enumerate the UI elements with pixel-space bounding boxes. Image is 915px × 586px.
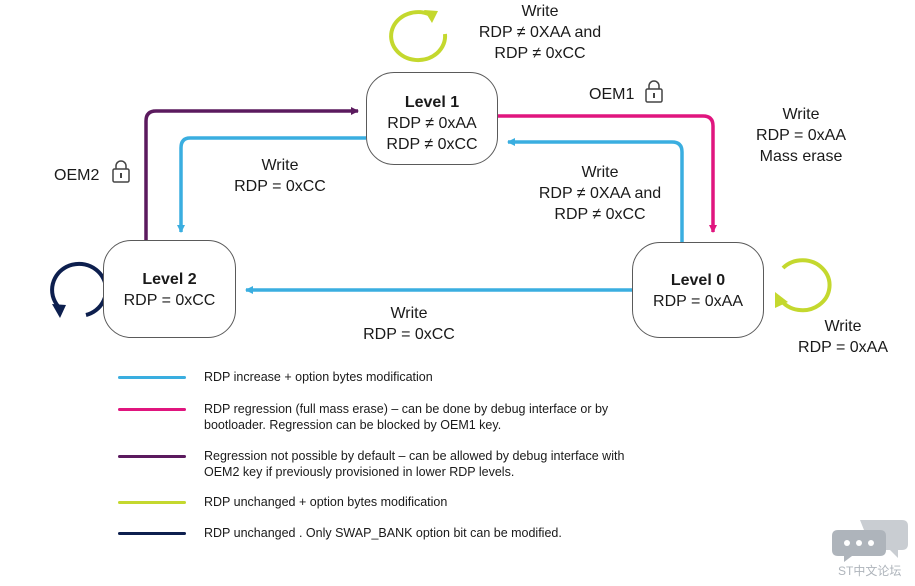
legend-swatch: [118, 408, 186, 411]
label-level0-to-level1: Write RDP ≠ 0XAA and RDP ≠ 0xCC: [522, 162, 678, 225]
chat-bubble-icon: [832, 520, 908, 562]
legend-line: RDP increase + option bytes modification: [204, 370, 433, 384]
label-level1-self: Write RDP ≠ 0XAA and RDP ≠ 0xCC: [462, 1, 618, 64]
label-line: RDP ≠ 0XAA and: [538, 185, 662, 202]
arrow-level1-to-level0: [498, 114, 717, 233]
legend-line: RDP unchanged . Only SWAP_BANK option bi…: [204, 526, 562, 540]
state-level0: Level 0 RDP = 0xAA: [632, 242, 764, 338]
label-line: RDP ≠ 0xCC: [554, 206, 646, 223]
self-loop-icon: [389, 10, 448, 63]
legend-swatch: [118, 376, 186, 379]
label-level1-to-level2: Write RDP = 0xCC: [218, 155, 342, 197]
label-level1-to-level0: Write RDP = 0xAA Mass erase: [742, 104, 860, 167]
label-line: RDP = 0xAA: [756, 127, 846, 144]
label-oem1: OEM1: [589, 86, 635, 103]
arrow-level1-to-level2: [177, 136, 366, 233]
self-loop-icon: [775, 258, 832, 313]
state-title: Level 1: [404, 94, 460, 111]
legend-line: Regression not possible by default – can…: [204, 449, 625, 463]
arrow-level2-to-level1: [144, 107, 359, 240]
legend-line: RDP unchanged + option bytes modificatio…: [204, 495, 448, 509]
legend-text: RDP regression (full mass erase) – can b…: [204, 401, 664, 433]
legend-text: Regression not possible by default – can…: [204, 448, 664, 480]
legend-swatch: [118, 532, 186, 535]
state-condition: RDP ≠ 0xAA: [387, 115, 477, 132]
legend-line: OEM2 key if previously provisioned in lo…: [204, 465, 515, 479]
legend-line: RDP regression (full mass erase) – can b…: [204, 402, 609, 416]
label-line: Write: [782, 106, 820, 123]
legend-line: bootloader. Regression can be blocked by…: [204, 418, 502, 432]
state-condition: RDP = 0xAA: [653, 293, 743, 310]
label-oem2: OEM2: [54, 167, 100, 184]
label-line: RDP = 0xCC: [363, 326, 455, 343]
legend-swatch: [118, 455, 186, 458]
state-title: Level 0: [670, 272, 726, 289]
legend-text: RDP unchanged . Only SWAP_BANK option bi…: [204, 525, 664, 541]
label-line: Write: [581, 164, 619, 181]
label-line: Mass erase: [759, 148, 843, 165]
watermark: ST中文论坛: [832, 516, 912, 582]
label-line: Write: [824, 318, 862, 335]
lock-icon: [645, 80, 663, 103]
label-line: Write: [390, 305, 428, 322]
label-line: RDP ≠ 0XAA and: [478, 24, 602, 41]
label-line: RDP ≠ 0xCC: [494, 45, 586, 62]
label-line: RDP = 0xCC: [234, 178, 326, 195]
watermark-text: ST中文论坛: [838, 564, 902, 578]
state-condition: RDP = 0xCC: [123, 292, 216, 309]
label-level0-to-level2: Write RDP = 0xCC: [348, 303, 470, 345]
legend-swatch: [118, 501, 186, 504]
label-line: Write: [521, 3, 559, 20]
label-level0-self: Write RDP = 0xAA: [784, 316, 902, 358]
label-line: RDP = 0xAA: [798, 339, 888, 356]
state-condition: RDP ≠ 0xCC: [386, 136, 478, 153]
legend-text: RDP increase + option bytes modification: [204, 369, 664, 385]
state-level1: Level 1 RDP ≠ 0xAA RDP ≠ 0xCC: [366, 72, 498, 165]
self-loop-icon: [50, 261, 109, 318]
label-line: Write: [261, 157, 299, 174]
state-title: Level 2: [142, 271, 197, 288]
state-level2: Level 2 RDP = 0xCC: [103, 240, 236, 338]
legend-text: RDP unchanged + option bytes modificatio…: [204, 494, 664, 510]
lock-icon: [112, 160, 130, 183]
arrow-level0-to-level1: [507, 138, 684, 242]
